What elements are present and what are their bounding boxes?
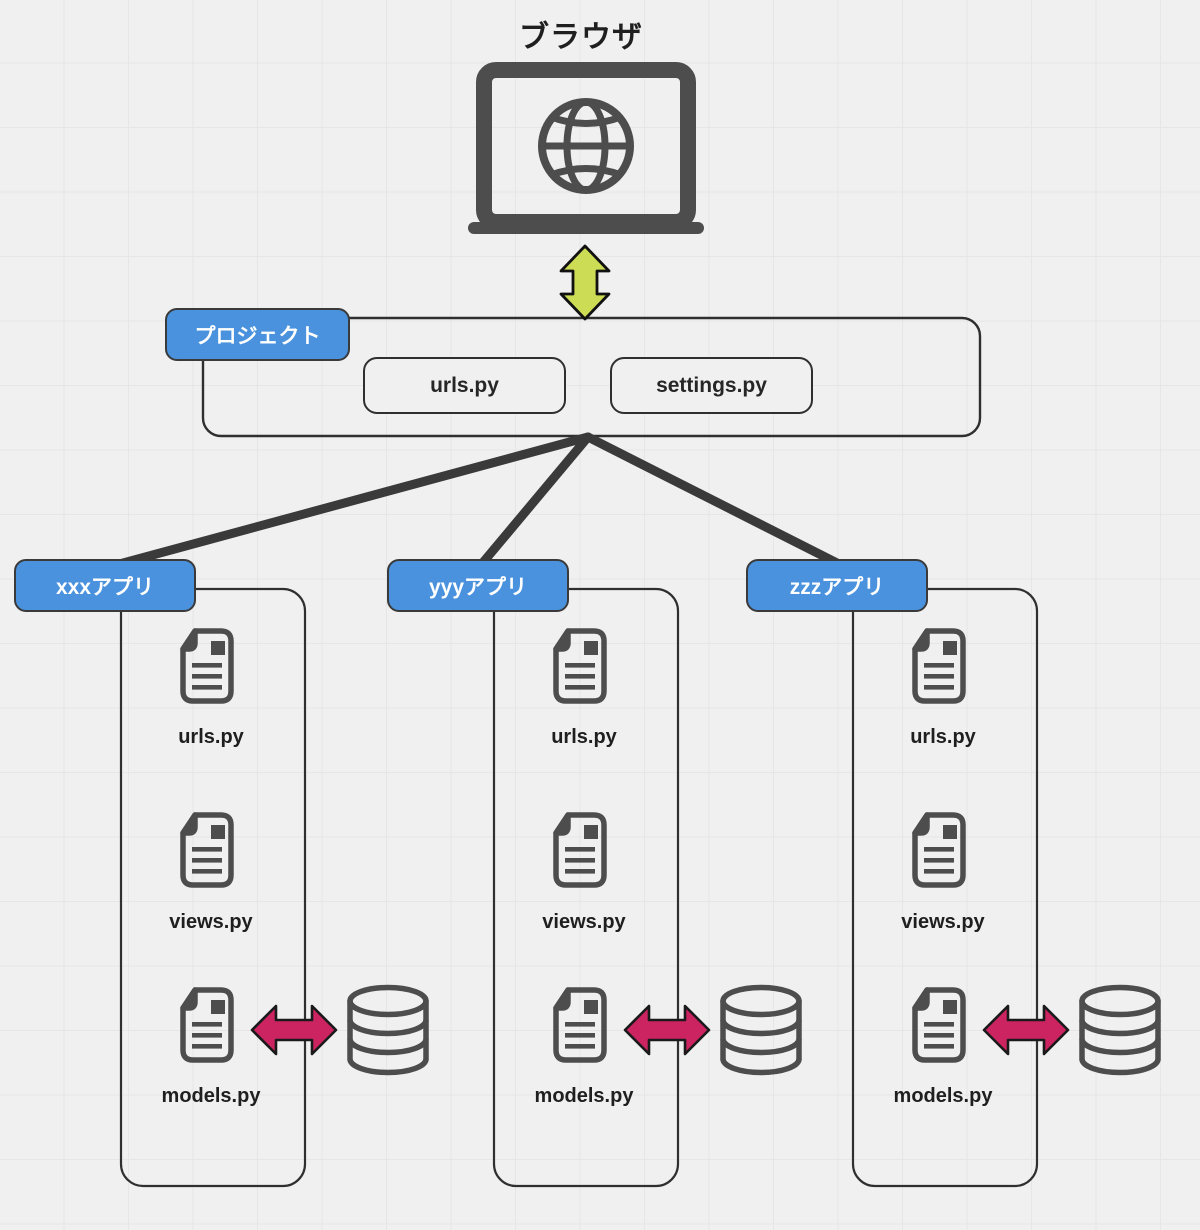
app-container-2 <box>492 587 680 1188</box>
app-container-1 <box>119 587 307 1188</box>
project-label-pill[interactable]: プロジェクト <box>165 308 350 361</box>
app-label-pill-3[interactable]: zzzアプリ <box>746 559 928 612</box>
page-title: ブラウザ <box>519 21 643 54</box>
project-label-text: プロジェクト <box>194 324 321 348</box>
file-label-3-models: models.py <box>893 1085 993 1107</box>
link-project-to-app-1 <box>107 432 593 571</box>
link-project-to-app-3 <box>583 432 848 571</box>
file-label-1-views: views.py <box>169 911 253 933</box>
file-label-3-urls: urls.py <box>910 726 976 748</box>
app-container-3 <box>851 587 1039 1188</box>
file-label-2-models: models.py <box>534 1085 634 1107</box>
file-label-1-models: models.py <box>161 1085 261 1107</box>
project-file-settings[interactable]: settings.py <box>610 357 813 414</box>
app-label-text-3: zzzアプリ <box>789 575 885 599</box>
app-label-text-2: yyyアプリ <box>428 575 528 599</box>
file-label-3-views: views.py <box>901 911 985 933</box>
project-file-urls-label: urls.py <box>430 373 499 397</box>
link-project-to-app-2 <box>475 432 593 571</box>
file-label-2-views: views.py <box>542 911 626 933</box>
app-label-pill-2[interactable]: yyyアプリ <box>387 559 569 612</box>
project-file-settings-label: settings.py <box>656 373 767 397</box>
file-label-2-urls: urls.py <box>551 726 617 748</box>
app-label-text-1: xxxアプリ <box>55 575 155 599</box>
project-file-urls[interactable]: urls.py <box>363 357 566 414</box>
app-label-pill-1[interactable]: xxxアプリ <box>14 559 196 612</box>
file-label-1-urls: urls.py <box>178 726 244 748</box>
